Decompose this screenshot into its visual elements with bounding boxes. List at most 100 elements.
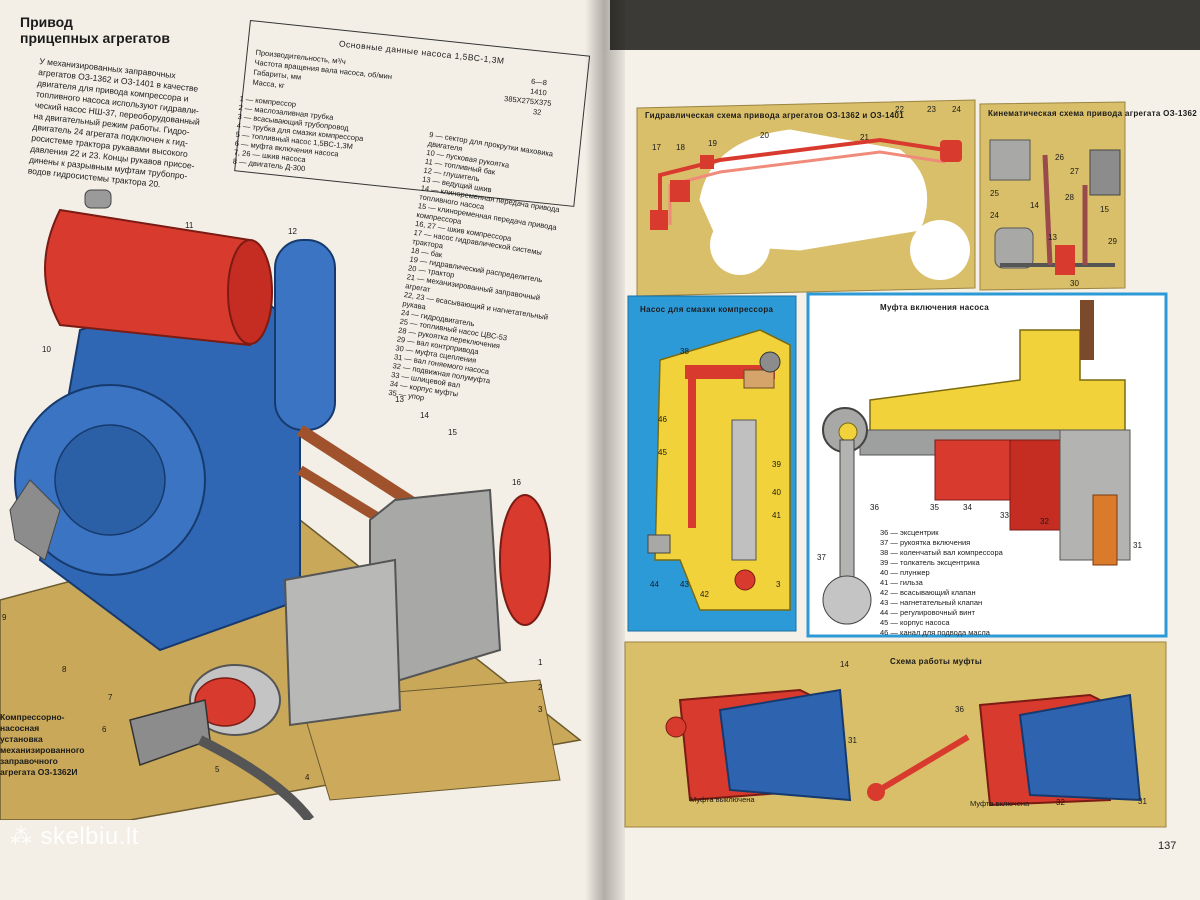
kinematic-title: Кинематическая схема привода агрегата ОЗ… xyxy=(988,109,1197,118)
hyd-num: 23 xyxy=(927,105,936,114)
hyd-num: 22 xyxy=(895,105,904,114)
callout-num: 11 xyxy=(185,221,194,230)
clutch-num: 34 xyxy=(963,503,972,512)
pump-pipe xyxy=(197,735,314,820)
caption-line: насосная xyxy=(0,723,40,733)
section-title-line1: Привод xyxy=(20,14,73,30)
callout-num: 2 xyxy=(538,683,543,692)
clutch-off-blue xyxy=(718,688,852,802)
section-title-line2: прицепных агрегатов xyxy=(20,30,170,46)
callout-num: 7 xyxy=(108,693,113,702)
kin-num: 15 xyxy=(1100,205,1109,214)
clutch-num: 36 xyxy=(870,503,879,512)
oil-channel-vertical xyxy=(688,378,696,528)
kin-num: 13 xyxy=(1048,233,1057,242)
watermark: ⁂ skelbiu.lt xyxy=(10,823,139,851)
callout-num: 8 xyxy=(62,665,67,674)
hyd-tank-18 xyxy=(670,180,690,202)
clutch-on-blue xyxy=(1018,693,1142,802)
legend-item: 44 — регулировочный винт xyxy=(880,608,976,617)
tractor-silhouette xyxy=(699,129,928,251)
left-page: Привод прицепных агрегатов У механизиров… xyxy=(0,0,610,900)
lever-knob xyxy=(665,716,687,738)
crankshaft-38 xyxy=(759,351,781,373)
fuel-tank-end xyxy=(227,239,273,345)
kin-num: 24 xyxy=(990,211,999,220)
kin-num: 14 xyxy=(1030,201,1039,210)
fuel-pump-housing xyxy=(283,558,402,727)
caption-line: заправочного xyxy=(0,756,58,766)
kin-num: 25 xyxy=(990,189,999,198)
lube-num: 44 xyxy=(650,580,659,589)
hyd-num: 18 xyxy=(676,143,685,152)
hyd-pump-17 xyxy=(650,210,668,230)
plunger-40 xyxy=(731,419,757,561)
caption-line: агрегата ОЗ-1362И xyxy=(0,767,78,777)
callout-num: 13 xyxy=(395,395,404,404)
callout-num: 15 xyxy=(448,428,457,437)
callout-num: 16 xyxy=(512,478,521,487)
valve-42 xyxy=(734,569,756,591)
legend-item: 38 — коленчатый вал компрессора xyxy=(880,548,1004,557)
clutch-on-label: Муфта включена xyxy=(970,799,1030,808)
callout-num: 3 xyxy=(538,705,543,714)
lever-37 xyxy=(839,439,855,581)
callout-num: 5 xyxy=(215,765,220,774)
spec-value: 6—8 xyxy=(530,76,548,88)
spring-39 xyxy=(743,369,775,389)
legend-item: 43 — нагнетательный клапан xyxy=(880,598,982,607)
figure-caption: Компрессорно- насосная установка механиз… xyxy=(0,712,84,778)
work-title: Схема работы муфты xyxy=(890,657,982,666)
legend-item: 39 — толкатель эксцентрика xyxy=(880,558,981,567)
tractor-wheel xyxy=(710,215,770,275)
motor-24 xyxy=(994,227,1034,269)
splined-shaft-33 xyxy=(1009,439,1061,531)
belt-14 xyxy=(1042,154,1053,266)
hyd-num: 19 xyxy=(708,139,717,148)
hyd-num: 21 xyxy=(860,133,869,142)
work-num: 36 xyxy=(955,705,964,714)
engine-hub xyxy=(54,424,166,536)
clutch-num: 31 xyxy=(1133,541,1142,550)
legend-item: 46 — канал для подвода масла xyxy=(880,628,991,637)
hydraulic-scheme-panel: Гидравлическая схема привода агрегатов О… xyxy=(636,99,976,297)
work-num: 31 xyxy=(1138,797,1147,806)
adjust-screw-44 xyxy=(647,534,671,554)
clutch-off-label: Муфта выключена xyxy=(690,795,755,804)
lube-num: 45 xyxy=(658,448,667,457)
callout-num: 9 xyxy=(2,613,7,622)
callout-num: 6 xyxy=(102,725,107,734)
eccentric-pin xyxy=(838,422,858,442)
brown-rod xyxy=(1080,300,1094,360)
kin-num: 30 xyxy=(1070,279,1079,288)
lube-title: Насос для смазки компрессора xyxy=(640,305,774,314)
pump-shaft-31 xyxy=(1092,494,1118,566)
book-gutter xyxy=(585,0,625,900)
lube-pump-panel: Насос для смазки компрессора 38 39 40 41… xyxy=(627,295,797,632)
fuel-pump-25 xyxy=(989,139,1031,181)
lever-ball xyxy=(822,575,872,625)
pump-box-title: Основные данные насоса 1,5ВС-1,3М xyxy=(338,38,506,66)
hyd-distributor-19 xyxy=(700,155,714,169)
clutch-num: 33 xyxy=(1000,511,1009,520)
compressor-block xyxy=(1089,149,1121,196)
tractor-wheel xyxy=(910,220,970,280)
lube-num: 46 xyxy=(658,415,667,424)
spec-value: 1410 xyxy=(529,86,548,98)
kin-num: 29 xyxy=(1108,237,1117,246)
callout-num: 10 xyxy=(42,345,51,354)
clutch-title: Муфта включения насоса xyxy=(880,303,989,312)
lube-num: 38 xyxy=(680,347,689,356)
compressor-unit-illustration: 11 12 10 13 14 15 16 1 2 3 4 5 6 7 8 9 xyxy=(0,189,582,820)
caption-line: установка xyxy=(0,734,43,744)
lube-num: 41 xyxy=(772,511,781,520)
lever-on xyxy=(874,734,970,795)
kin-num: 26 xyxy=(1055,153,1064,162)
page-number: 137 xyxy=(1158,840,1177,852)
right-page-diagrams: Гидравлическая схема привода агрегатов О… xyxy=(624,99,1197,828)
legend-item: 36 — эксцентрик xyxy=(880,528,939,537)
legend-item: 40 — плунжер xyxy=(880,568,930,577)
lube-num: 39 xyxy=(772,460,781,469)
legend: 36 — эксцентрик 37 — рукоятка включения … xyxy=(880,528,1004,637)
